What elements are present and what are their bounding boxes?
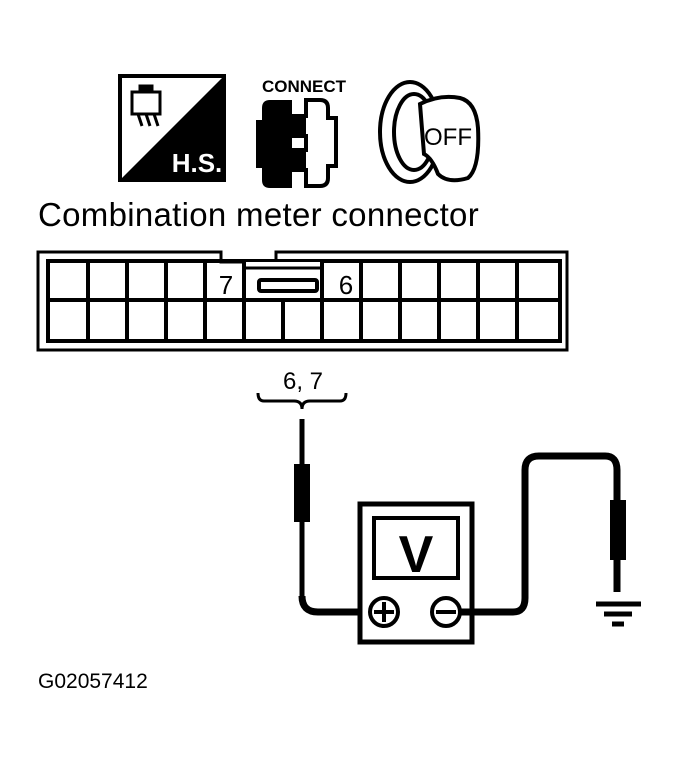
combination-meter-connector	[36, 250, 569, 352]
voltmeter-display: V	[399, 526, 434, 584]
bracket	[256, 392, 348, 410]
connect-icon: CONNECT	[256, 77, 347, 188]
svg-text:H.S.: H.S.	[172, 148, 223, 178]
ground-icon	[596, 601, 641, 627]
svg-text:CONNECT: CONNECT	[262, 77, 347, 96]
figure-code: G02057412	[38, 670, 148, 693]
voltmeter: V	[357, 501, 475, 645]
ignition-off-icon: OFF	[378, 80, 481, 184]
positive-probe-lead	[294, 419, 382, 616]
negative-probe-lead	[460, 452, 626, 616]
pin-7-label: 7	[219, 270, 233, 300]
harness-sign-icon: H.S.	[118, 74, 226, 182]
svg-text:OFF: OFF	[424, 124, 472, 151]
pin-6-label: 6	[339, 270, 353, 300]
connector-title: Combination meter connector	[38, 196, 479, 233]
probe-terminals-label: 6, 7	[283, 368, 323, 395]
